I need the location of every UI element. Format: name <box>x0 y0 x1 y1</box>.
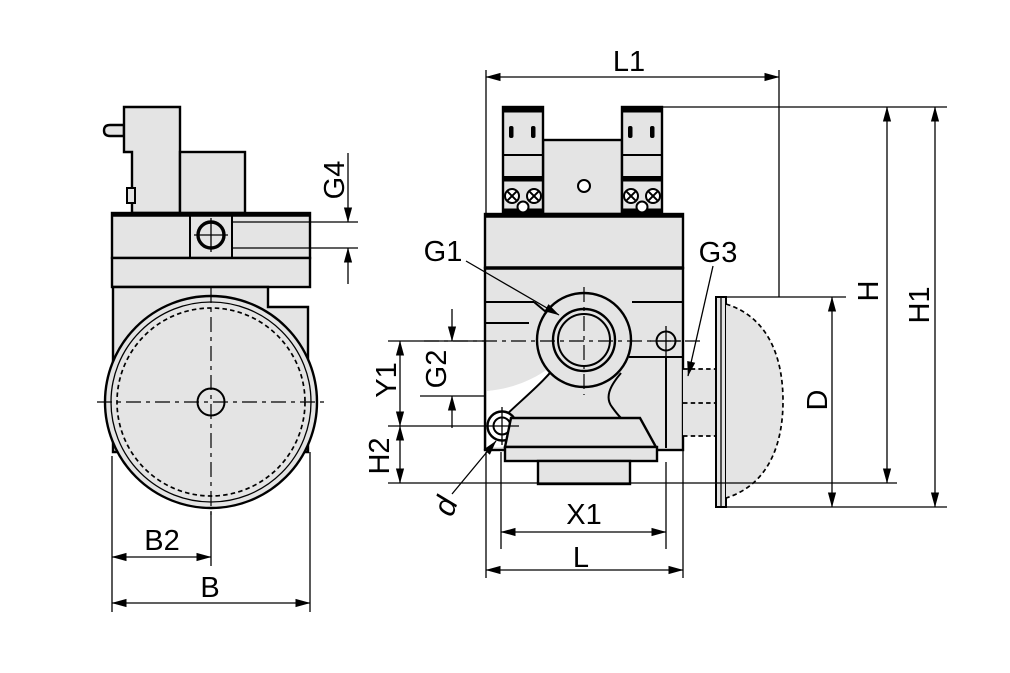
dim-label-b2: B2 <box>144 525 179 557</box>
dim-label-h: H <box>853 281 885 302</box>
front-top-flange <box>483 212 685 270</box>
right-valve-screw-1 <box>623 188 639 204</box>
dim-label-x1: X1 <box>566 499 601 531</box>
left-valve-slot-1 <box>509 126 514 138</box>
valve-center-block <box>541 138 624 216</box>
leader-line-g1 <box>465 260 560 316</box>
dim-label-l: L <box>573 542 589 574</box>
left-valve-port-hole <box>516 200 530 214</box>
right-valve-slot-2 <box>650 126 655 138</box>
dim-label-h2: H2 <box>364 437 396 474</box>
leader-line-d <box>451 440 497 495</box>
side-valve-latch <box>126 187 136 204</box>
side-lower-block <box>110 256 312 289</box>
right-valve-port-hole <box>635 200 649 214</box>
body-chamfer-left <box>533 301 547 313</box>
dim-label-g1: G1 <box>424 236 463 268</box>
dim-label-d-diameter: D <box>802 390 834 411</box>
dim-label-g2: G2 <box>421 350 453 389</box>
left-valve-mid-bar <box>503 176 543 182</box>
dim-label-y1: Y1 <box>371 362 403 397</box>
base-plate <box>503 445 659 463</box>
right-valve-slot-1 <box>628 126 633 138</box>
right-valve-mid-bar <box>622 176 662 182</box>
left-valve-top-bar <box>503 107 543 113</box>
dim-label-g3: G3 <box>699 237 738 269</box>
dim-label-b: B <box>200 572 219 604</box>
dim-label-d-small: d <box>426 490 465 520</box>
base-mounting-tab <box>536 459 632 486</box>
front-view: L1 H H1 D Y1 G2 H2 X1 L G1 <box>364 46 947 578</box>
dim-label-h1: H1 <box>904 286 936 323</box>
side-view: G4 B2 B <box>97 105 358 612</box>
valve-center-hole <box>577 179 591 193</box>
body-wedge-curve-right <box>607 372 622 419</box>
right-valve-top-bar <box>622 107 662 113</box>
leader-line-g3 <box>687 265 714 377</box>
left-valve-screw-2 <box>526 188 542 204</box>
cup-dome-fill <box>726 304 783 498</box>
side-valve-rear-block <box>178 150 247 215</box>
left-valve-screw-1 <box>504 188 520 204</box>
left-valve-slot-2 <box>531 126 536 138</box>
right-valve-screw-2 <box>645 188 661 204</box>
connector-pin <box>102 123 126 138</box>
dim-label-g4: G4 <box>319 161 351 200</box>
base-wedge <box>503 416 659 449</box>
dim-label-l1: L1 <box>613 46 645 78</box>
